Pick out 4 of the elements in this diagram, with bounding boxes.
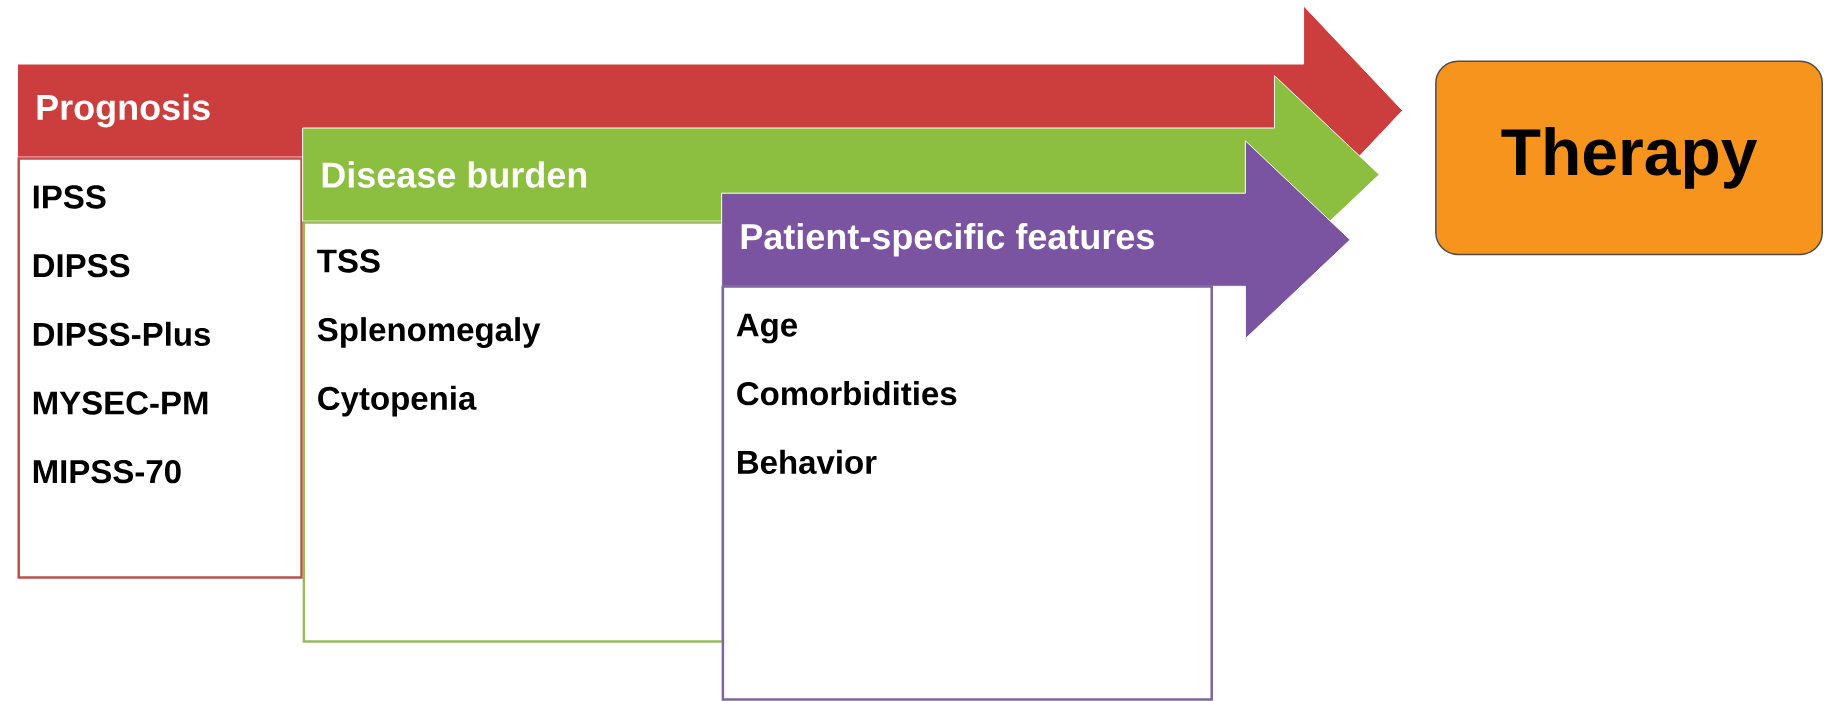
- list-box: Age Comorbidities Behavior: [721, 285, 1213, 701]
- list-box: TSS Splenomegaly Cytopenia: [302, 221, 725, 643]
- therapy-box: Therapy: [1435, 60, 1823, 256]
- list-box: IPSS DIPSS DIPSS-Plus MYSEC-PM MIPSS-70: [17, 157, 303, 579]
